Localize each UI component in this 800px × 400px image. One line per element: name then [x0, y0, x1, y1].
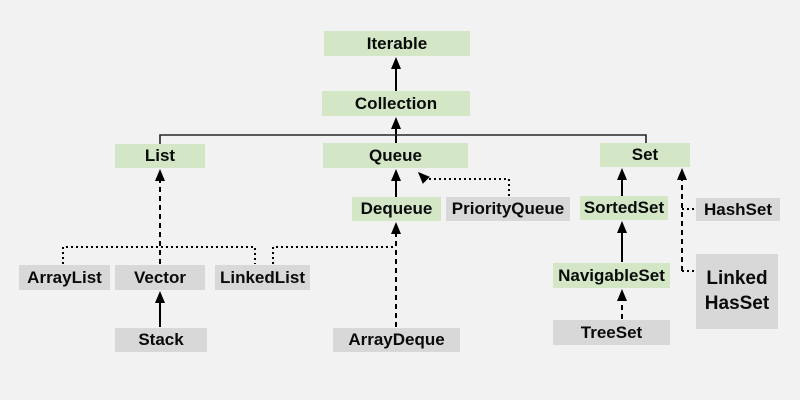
node-collection-label: Collection	[354, 93, 438, 113]
node-queue: Queue	[323, 143, 468, 168]
node-collection: Collection	[322, 91, 470, 116]
node-treeset: TreeSet	[553, 320, 670, 345]
node-iterable-label: Iterable	[366, 33, 428, 53]
node-priorityqueue-label: PriorityQueue	[451, 199, 565, 218]
node-arraylist-label: ArrayList	[27, 267, 102, 287]
node-queue-label: Queue	[369, 145, 422, 165]
node-arraydeque: ArrayDeque	[333, 328, 460, 352]
node-vector-label: Vector	[134, 267, 186, 287]
node-iterable: Iterable	[324, 31, 470, 56]
node-arraydeque-label: ArrayDeque	[348, 330, 445, 349]
node-set-label: Set	[631, 145, 659, 164]
node-treeset-label: TreeSet	[580, 322, 643, 342]
node-navigableset-label: NavigableSet	[558, 265, 665, 285]
node-sortedset-label: SortedSet	[583, 198, 665, 217]
node-list: List	[115, 144, 205, 168]
node-dequeue: Dequeue	[352, 197, 441, 221]
node-stack-label: Stack	[138, 330, 184, 349]
node-hashset: HashSet	[696, 198, 780, 221]
node-set: Set	[600, 143, 690, 167]
node-vector: Vector	[115, 265, 205, 290]
node-hashset-label: HashSet	[703, 199, 773, 219]
node-linkedhasset-line1: Linked	[706, 267, 768, 289]
edge-list-set-connector	[159, 134, 647, 145]
node-dequeue-label: Dequeue	[360, 199, 433, 218]
node-priorityqueue: PriorityQueue	[446, 197, 570, 221]
node-linkedhasset-line2: HasSet	[704, 292, 770, 314]
node-navigableset: NavigableSet	[553, 263, 670, 288]
node-linkedlist: LinkedList	[215, 265, 310, 290]
node-stack: Stack	[115, 328, 207, 352]
node-sortedset: SortedSet	[580, 196, 668, 220]
node-list-label: List	[144, 146, 176, 165]
edge-priorityqueue-to-queue	[417, 171, 510, 196]
node-linkedhasset: Linked HasSet	[696, 254, 778, 329]
edge-linkedlist-to-dequeue-net	[272, 246, 396, 264]
node-arraylist: ArrayList	[19, 265, 110, 290]
node-linkedlist-label: LinkedList	[219, 267, 305, 287]
